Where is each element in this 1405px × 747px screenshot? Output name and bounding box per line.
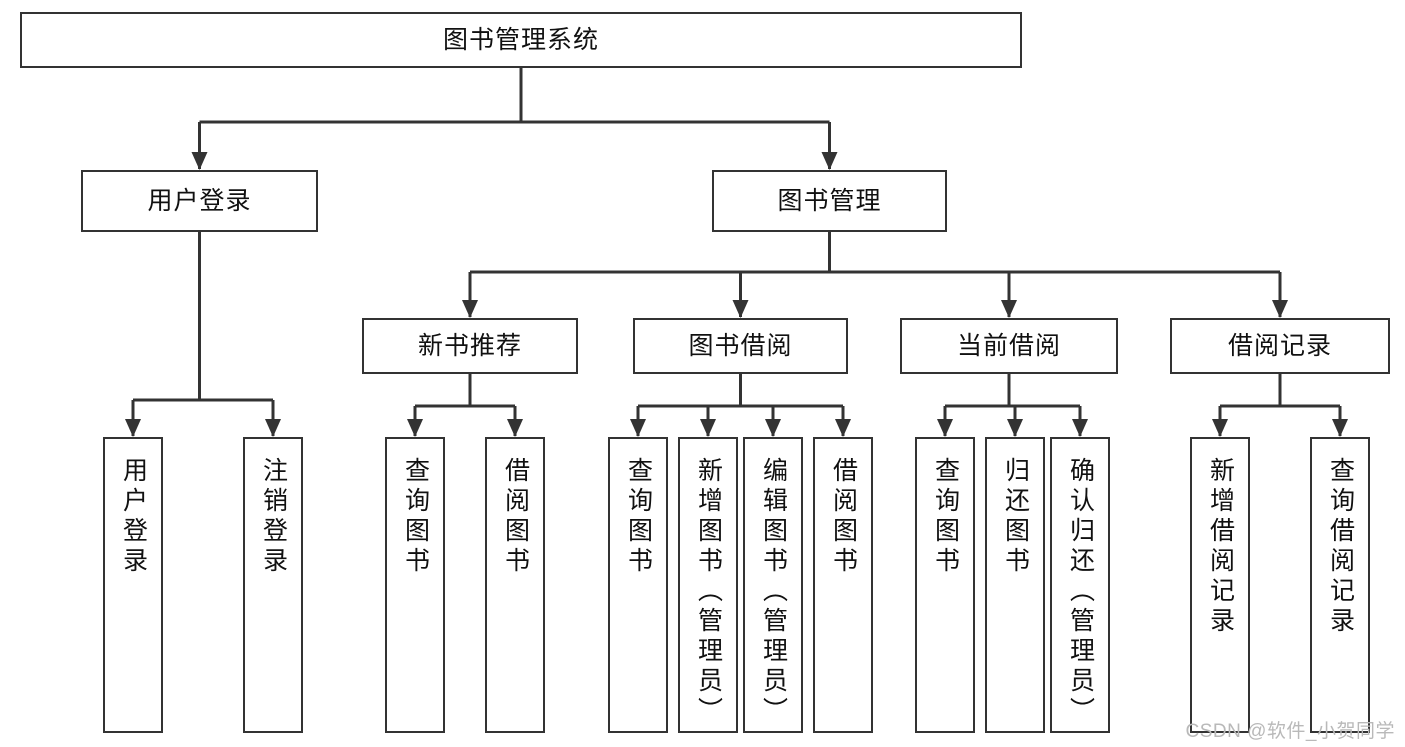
node-label: 用户登录 <box>147 187 252 215</box>
connector-arrowhead <box>1007 419 1023 437</box>
node-c3[interactable]: 确认归还（管理员） <box>1050 437 1110 733</box>
node-c2[interactable]: 归还图书 <box>985 437 1045 733</box>
node-label: 新增借阅记录 <box>1206 457 1235 637</box>
node-r2[interactable]: 查询借阅记录 <box>1310 437 1370 733</box>
connector-arrowhead <box>125 419 141 437</box>
node-label: 查询图书 <box>931 457 960 577</box>
node-b4[interactable]: 借阅图书 <box>813 437 873 733</box>
node-records[interactable]: 借阅记录 <box>1170 318 1390 374</box>
node-label: 新书推荐 <box>417 332 522 360</box>
connector-arrowhead <box>700 419 716 437</box>
node-root[interactable]: 图书管理系统 <box>20 12 1022 68</box>
node-label: 归还图书 <box>1001 457 1030 577</box>
node-b3[interactable]: 编辑图书（管理员） <box>743 437 803 733</box>
connector-arrowhead <box>407 419 423 437</box>
node-label: 用户登录 <box>119 457 148 577</box>
node-label: 借阅记录 <box>1227 332 1332 360</box>
node-label: 图书管理系统 <box>442 26 599 54</box>
node-bookmgmt[interactable]: 图书管理 <box>712 170 947 232</box>
node-login[interactable]: 用户登录 <box>81 170 318 232</box>
connector-arrowhead <box>937 419 953 437</box>
connector-arrowhead <box>835 419 851 437</box>
node-r1[interactable]: 新增借阅记录 <box>1190 437 1250 733</box>
node-l1[interactable]: 用户登录 <box>103 437 163 733</box>
node-c1[interactable]: 查询图书 <box>915 437 975 733</box>
node-label: 查询图书 <box>624 457 653 577</box>
node-borrow[interactable]: 图书借阅 <box>633 318 848 374</box>
connector-arrowhead <box>1272 300 1288 318</box>
connector-arrowhead <box>462 300 478 318</box>
node-label: 借阅图书 <box>501 457 530 577</box>
node-label: 图书管理 <box>777 187 882 215</box>
watermark-text: CSDN @软件_小贺同学 <box>1185 721 1395 742</box>
node-current[interactable]: 当前借阅 <box>900 318 1118 374</box>
node-label: 新增图书（管理员） <box>694 457 723 727</box>
connector-arrowhead <box>1212 419 1228 437</box>
node-n2[interactable]: 借阅图书 <box>485 437 545 733</box>
node-label: 图书借阅 <box>688 332 793 360</box>
connector-arrowhead <box>1001 300 1017 318</box>
connector-arrowhead <box>765 419 781 437</box>
node-label: 编辑图书（管理员） <box>759 457 788 727</box>
node-newrec[interactable]: 新书推荐 <box>362 318 578 374</box>
node-label: 确认归还（管理员） <box>1066 457 1095 727</box>
connector-arrowhead <box>732 300 749 318</box>
connector-arrowhead <box>821 152 838 170</box>
connector-arrowhead <box>630 419 646 437</box>
node-label: 借阅图书 <box>829 457 858 577</box>
connector-arrowhead <box>1072 419 1088 437</box>
node-n1[interactable]: 查询图书 <box>385 437 445 733</box>
connector-arrowhead <box>507 419 523 437</box>
connector-arrowhead <box>191 152 208 170</box>
connector-arrowhead <box>265 419 281 437</box>
node-label: 查询借阅记录 <box>1326 457 1355 637</box>
node-b1[interactable]: 查询图书 <box>608 437 668 733</box>
node-label: 查询图书 <box>401 457 430 577</box>
connector-arrowhead <box>1332 419 1348 437</box>
node-label: 注销登录 <box>259 457 288 577</box>
node-l2[interactable]: 注销登录 <box>243 437 303 733</box>
node-b2[interactable]: 新增图书（管理员） <box>678 437 738 733</box>
node-label: 当前借阅 <box>956 332 1061 360</box>
